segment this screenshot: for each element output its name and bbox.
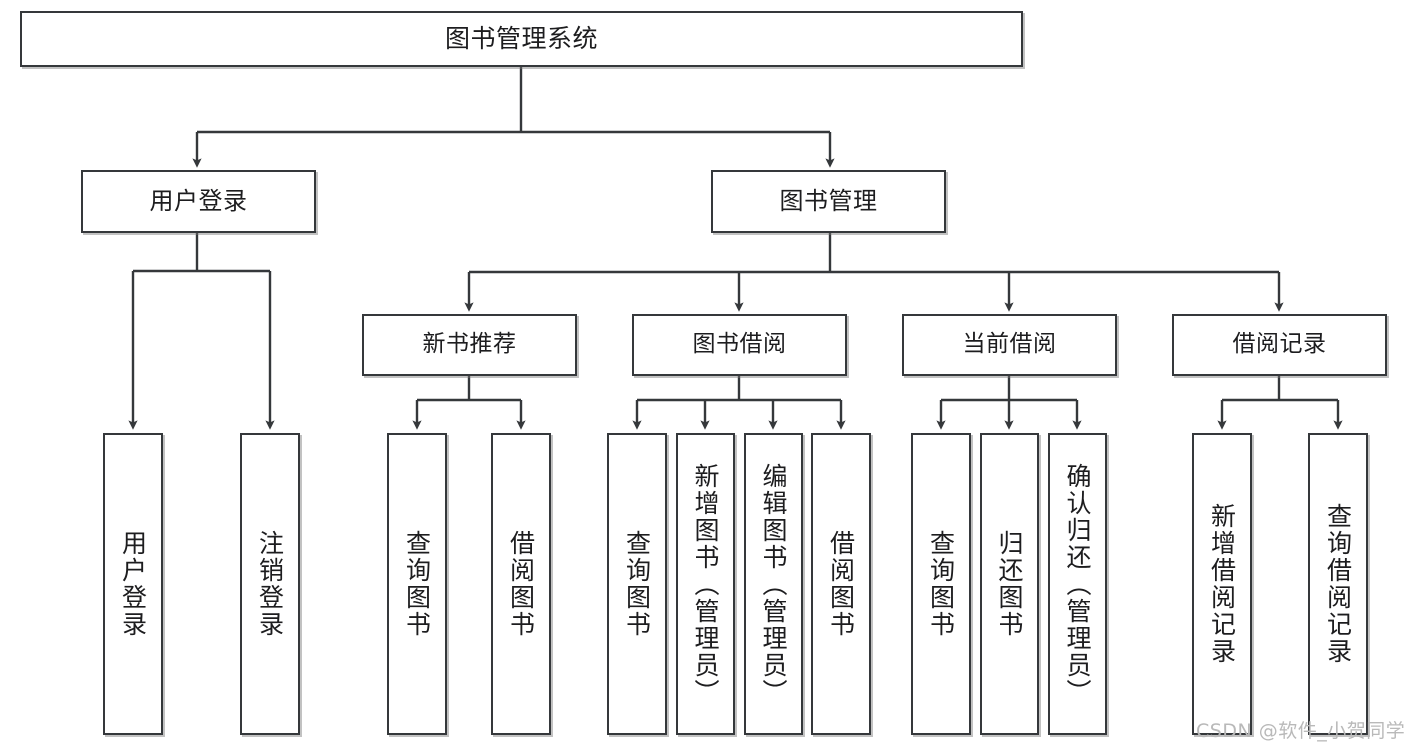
- node-label: 新书推荐: [422, 331, 517, 358]
- node-label: 借阅记录: [1232, 331, 1327, 358]
- node-label: 归还图书: [995, 530, 1024, 638]
- node-borrow-record[interactable]: 借阅记录: [1172, 314, 1387, 376]
- node-label: 确认归还（管理员）: [1063, 462, 1092, 706]
- node-book-borrow[interactable]: 图书借阅: [632, 314, 847, 376]
- leaf-add-book-admin[interactable]: 新增图书（管理员）: [676, 433, 735, 735]
- node-current-borrow[interactable]: 当前借阅: [902, 314, 1117, 376]
- node-label: 新增图书（管理员）: [691, 462, 720, 706]
- node-label: 编辑图书（管理员）: [759, 462, 788, 706]
- node-label: 用户登录: [118, 530, 148, 638]
- leaf-edit-book-admin[interactable]: 编辑图书（管理员）: [744, 433, 803, 735]
- leaf-borrow-book[interactable]: 借阅图书: [811, 433, 871, 735]
- node-user-login[interactable]: 用户登录: [81, 170, 316, 233]
- leaf-borrow-book-newbook[interactable]: 借阅图书: [491, 433, 551, 735]
- leaf-query-book-borrow[interactable]: 查询图书: [607, 433, 667, 735]
- node-new-book-recommend[interactable]: 新书推荐: [362, 314, 577, 376]
- node-label: 注销登录: [255, 530, 285, 638]
- leaf-add-borrow-record[interactable]: 新增借阅记录: [1192, 433, 1252, 735]
- leaf-query-book-newbook[interactable]: 查询图书: [387, 433, 447, 735]
- node-label: 用户登录: [149, 187, 248, 216]
- leaf-confirm-return-admin[interactable]: 确认归还（管理员）: [1048, 433, 1107, 735]
- node-label: 查询图书: [622, 530, 652, 638]
- node-label: 图书借阅: [692, 331, 787, 358]
- node-label: 借阅图书: [506, 530, 536, 638]
- node-label: 当前借阅: [962, 331, 1057, 358]
- node-book-management[interactable]: 图书管理: [711, 170, 946, 233]
- leaf-query-book-current[interactable]: 查询图书: [911, 433, 971, 735]
- csdn-watermark: CSDN @软件_小贺同学: [1196, 720, 1405, 742]
- leaf-return-book[interactable]: 归还图书: [980, 433, 1039, 735]
- node-root-book-management-system[interactable]: 图书管理系统: [20, 11, 1023, 67]
- node-label: 查询图书: [402, 530, 432, 638]
- node-label: 图书管理系统: [444, 24, 598, 54]
- node-label: 查询图书: [926, 530, 956, 638]
- leaf-query-borrow-record[interactable]: 查询借阅记录: [1308, 433, 1368, 735]
- node-label: 新增借阅记录: [1207, 503, 1237, 665]
- node-label: 查询借阅记录: [1323, 503, 1353, 665]
- leaf-logout[interactable]: 注销登录: [240, 433, 300, 735]
- node-label: 借阅图书: [826, 530, 856, 638]
- leaf-user-login[interactable]: 用户登录: [103, 433, 163, 735]
- node-label: 图书管理: [779, 187, 878, 216]
